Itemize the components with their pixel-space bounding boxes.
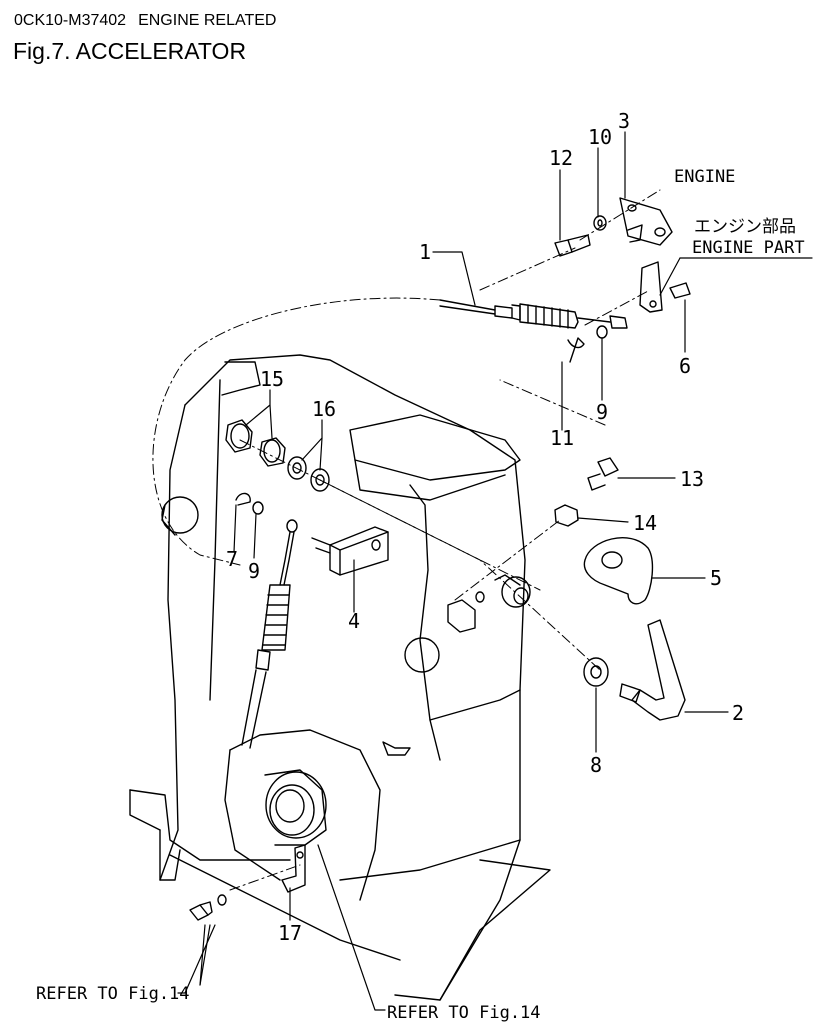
document-code: 0CK10-M37402	[14, 12, 127, 29]
part-number-4: 4	[348, 609, 360, 633]
bellows-upper	[519, 303, 579, 329]
engine-part-bracket	[639, 261, 663, 313]
part-number-15: 15	[260, 367, 284, 391]
part-2-arm	[619, 619, 686, 721]
part-3-bracket	[619, 197, 673, 246]
part-number-9: 9	[596, 400, 608, 424]
part-4-lever	[311, 526, 389, 576]
engine-nut	[447, 599, 476, 633]
part-12-bolt	[554, 234, 591, 257]
part-14-nut	[554, 504, 579, 527]
part-number-11: 11	[550, 426, 574, 450]
part-5-plate	[583, 537, 654, 605]
part-13-bolt	[587, 457, 619, 491]
section-name: ENGINE RELATED	[138, 12, 277, 29]
part-number-8: 8	[590, 753, 602, 777]
document-code-line: 0CK10-M37402 ENGINE RELATED	[14, 12, 276, 30]
part-9-washer-upper	[596, 325, 608, 339]
part-number-2: 2	[732, 701, 744, 725]
leader-lines	[177, 131, 813, 1011]
part-number-12: 12	[549, 146, 573, 170]
part-16-washers	[287, 456, 330, 492]
refer-bottom-label: REFER TO Fig.14	[387, 1003, 541, 1023]
part-number-17: 17	[278, 921, 302, 945]
part-number-5: 5	[710, 566, 722, 590]
part-10-washer	[593, 215, 607, 231]
part-number-6: 6	[679, 354, 691, 378]
engine-label: ENGINE	[674, 167, 735, 187]
engine-part-jp-label: エンジン部品	[694, 217, 796, 237]
part-1-cable-upper	[439, 299, 628, 329]
part-number-10: 10	[588, 125, 612, 149]
engine-part-label: ENGINE PART	[692, 238, 805, 258]
part-1-cable-lower	[241, 519, 298, 749]
part-17-clamp	[281, 844, 306, 893]
part-number-3: 3	[618, 109, 630, 133]
figure-title: Fig.7. ACCELERATOR	[13, 38, 247, 64]
part-number-14: 14	[633, 511, 657, 535]
part-number-1: 1	[419, 240, 431, 264]
bellows-lower	[261, 584, 291, 651]
part-number-9-lower: 9	[248, 559, 260, 583]
part-9-washer-lower	[252, 501, 264, 515]
part-number-16: 16	[312, 397, 336, 421]
part-11-clip	[567, 337, 585, 363]
part-7-clip	[235, 492, 251, 506]
part-6-pin	[669, 282, 691, 299]
guide-lines	[152, 189, 661, 891]
bottom-bolt	[189, 894, 227, 921]
refer-left-label: REFER TO Fig.14	[36, 984, 190, 1004]
callout-labels: ENGINE エンジン部品 ENGINE PART REFER TO Fig.1…	[36, 167, 805, 1023]
part-8-washer	[583, 657, 609, 687]
part-15-collars	[225, 419, 286, 467]
part-number-7: 7	[226, 547, 238, 571]
engine-block	[129, 354, 551, 1001]
part-number-13: 13	[680, 467, 704, 491]
part-numbers: 1 2 3 4 5 6 7 8 9 10 11 12 13 14 15 16 1…	[226, 109, 744, 945]
